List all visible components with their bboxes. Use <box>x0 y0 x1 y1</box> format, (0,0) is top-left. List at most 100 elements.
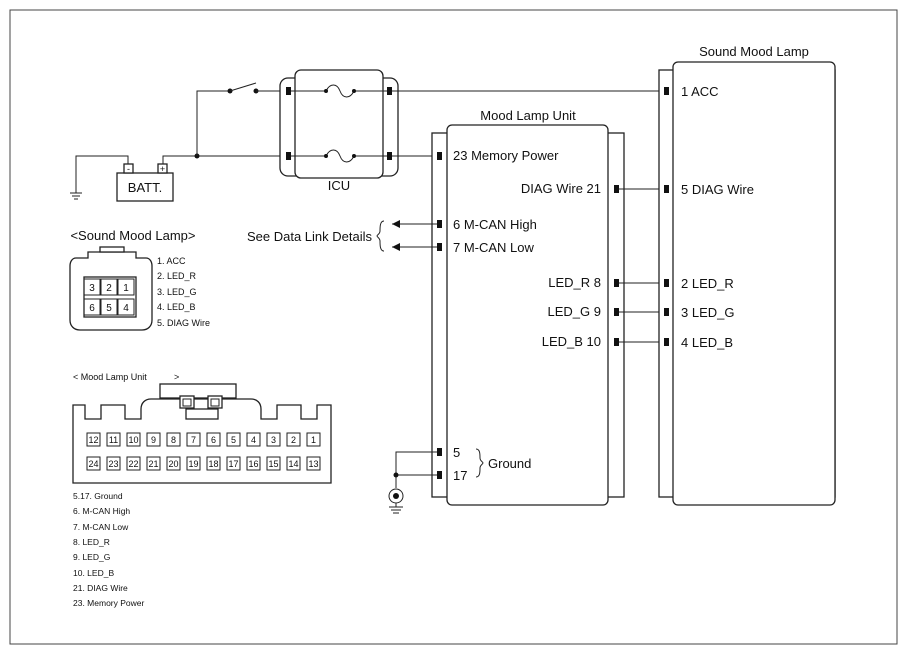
connector-pin-number: 6 <box>89 303 95 314</box>
connector-pin <box>664 185 669 193</box>
connector-pin-number: 5 <box>231 435 236 445</box>
connector-pin <box>437 152 442 160</box>
lamp-pin-acc: 1 ACC <box>681 84 719 99</box>
legend-item: 5.17. Ground <box>73 491 123 501</box>
pin-led-g: LED_G 9 <box>548 304 601 319</box>
connector-pin-number: 1 <box>123 283 129 294</box>
battery-label: BATT. <box>128 180 162 195</box>
diagram-frame <box>9 9 898 645</box>
icu-box <box>279 69 399 179</box>
legend-item: 4. LED_B <box>157 302 196 312</box>
connector-pin-number: 1 <box>311 435 316 445</box>
connector-pin <box>664 338 669 346</box>
connector-pin-number: 18 <box>208 459 218 469</box>
chassis-ground-icon <box>70 192 82 200</box>
sound-mood-lamp-title: Sound Mood Lamp <box>699 44 809 59</box>
battery-neg-label: - <box>127 164 130 174</box>
switch-icon <box>227 82 259 94</box>
connector-pin <box>614 308 619 316</box>
connector-pin-number: 15 <box>268 459 278 469</box>
connector-pin <box>614 185 619 193</box>
connector-pin-number: 2 <box>106 283 112 294</box>
battery-ground-wire <box>75 155 129 193</box>
legend-item: 10. LED_B <box>73 568 114 578</box>
pin-mcan-low: 7 M-CAN Low <box>453 240 535 255</box>
legend-item: 21. DIAG Wire <box>73 583 128 593</box>
brace-icon <box>475 448 484 478</box>
connector-pin-number: 23 <box>108 459 118 469</box>
switch-feed-wire <box>196 90 230 156</box>
connector-pin-number: 20 <box>168 459 178 469</box>
connector-pin-number: 16 <box>248 459 258 469</box>
connector-pin <box>664 279 669 287</box>
connector-pin-number: 3 <box>89 283 95 294</box>
lamp-pin-led-b: 4 LED_B <box>681 335 733 350</box>
lamp-pin-diag-wire: 5 DIAG Wire <box>681 182 754 197</box>
lamp-pin-led-g: 3 LED_G <box>681 305 734 320</box>
fuse-icon <box>288 84 390 98</box>
lamp-pin-led-r: 2 LED_R <box>681 276 734 291</box>
pin-ground-5: 5 <box>453 445 460 460</box>
connector-pin-number: 21 <box>148 459 158 469</box>
connector-pin-number: 14 <box>288 459 298 469</box>
battery: BATT. - + <box>116 163 174 202</box>
pin-diag-wire: DIAG Wire 21 <box>521 181 601 196</box>
unit-connector-title-end: > <box>174 372 179 382</box>
sound-connector-legend: 1. ACC 2. LED_R 3. LED_G 4. LED_B 5. DIA… <box>157 256 210 328</box>
pin-row-bottom: 24 23 22 21 20 19 18 17 16 15 14 13 <box>86 456 321 471</box>
legend-item: 3. LED_G <box>157 287 197 297</box>
connector-pin <box>286 87 291 95</box>
connector-pin <box>437 448 442 456</box>
legend-item: 1. ACC <box>157 256 186 266</box>
connector-pin-number: 12 <box>88 435 98 445</box>
connector-pin-number: 11 <box>109 435 118 445</box>
fuse-icon <box>288 149 390 163</box>
connector-pin-number: 13 <box>308 459 318 469</box>
legend-item: 23. Memory Power <box>73 598 144 608</box>
legend-item: 2. LED_R <box>157 271 197 281</box>
pin-mcan-high: 6 M-CAN High <box>453 217 537 232</box>
connector-pin <box>614 279 619 287</box>
connector-pin-number: 7 <box>191 435 196 445</box>
connector-pin-number: 2 <box>291 435 296 445</box>
pin-row-top: 12 11 10 9 8 7 6 5 4 3 2 1 <box>86 432 321 447</box>
sound-lamp-connector-face <box>69 246 153 331</box>
connector-pin-number: 19 <box>188 459 198 469</box>
mood-lamp-unit-title: Mood Lamp Unit <box>480 108 576 123</box>
mood-lamp-unit-box <box>431 124 625 506</box>
connector-pin <box>387 87 392 95</box>
arrow-left-icon <box>392 243 400 251</box>
connector-pin-number: 8 <box>171 435 176 445</box>
battery-positive-wire <box>162 155 288 164</box>
pin-led-r: LED_R 8 <box>548 275 601 290</box>
legend-item: 6. M-CAN High <box>73 506 130 516</box>
connector-pin-number: 10 <box>128 435 138 445</box>
battery-pos-label: + <box>160 164 165 174</box>
connector-pin-number: 6 <box>211 435 216 445</box>
connector-pin <box>614 338 619 346</box>
connector-pin <box>664 308 669 316</box>
legend-item: 9. LED_G <box>73 552 110 562</box>
legend-item: 8. LED_R <box>73 537 110 547</box>
pin-memory-power: 23 Memory Power <box>453 148 559 163</box>
unit-connector-title: < Mood Lamp Unit <box>73 372 147 382</box>
unit-connector-pins: 12 11 10 9 8 7 6 5 4 3 2 1 24 23 22 21 2… <box>86 432 321 471</box>
junction-dot <box>393 472 399 478</box>
connector-pin-number: 9 <box>151 435 156 445</box>
pin-ground-17: 17 <box>453 468 467 483</box>
data-link-label: See Data Link Details <box>247 229 373 244</box>
sound-mood-lamp-box <box>658 61 836 506</box>
sound-connector-pins: 3 2 1 6 5 4 <box>83 278 135 316</box>
connector-pin <box>437 220 442 228</box>
connector-pin-number: 5 <box>106 303 112 314</box>
connector-pin-number: 17 <box>228 459 238 469</box>
connector-pin <box>437 243 442 251</box>
brace-icon <box>376 220 385 252</box>
arrow-left-icon <box>392 220 400 228</box>
ground-icon <box>388 488 404 514</box>
connector-pin-number: 24 <box>88 459 98 469</box>
ground-wire <box>395 451 437 488</box>
legend-item: 5. DIAG Wire <box>157 318 210 328</box>
sound-connector-title: <Sound Mood Lamp> <box>70 228 195 243</box>
